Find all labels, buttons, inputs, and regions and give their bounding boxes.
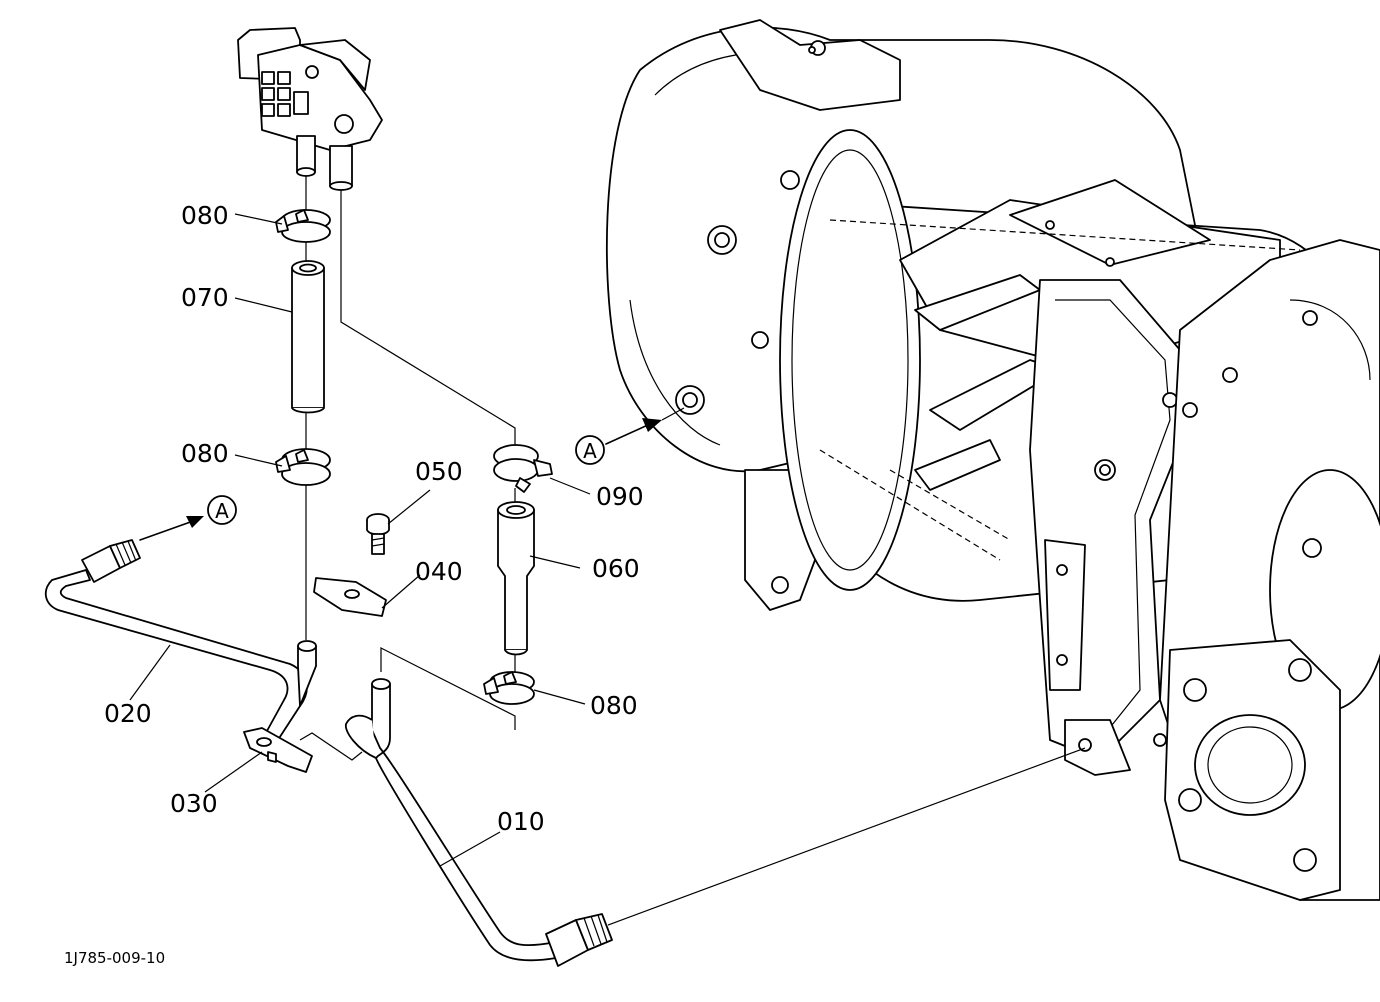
callout-080-top: 080 [181, 201, 229, 230]
pipe-020 [44, 539, 317, 747]
callout-070: 070 [181, 283, 229, 312]
view-marker-label: A [215, 499, 229, 523]
hose-clamp-080-top [275, 209, 331, 243]
hose-070 [291, 260, 325, 414]
pressure-sensor [237, 27, 383, 191]
bracket-040 [313, 577, 387, 617]
callout-020: 020 [104, 699, 152, 728]
callout-050: 050 [415, 457, 463, 486]
callout-060: 060 [592, 554, 640, 583]
bolt-050 [366, 513, 390, 555]
clamp-090 [493, 444, 553, 493]
callout-labels: 080 070 080 050 040 090 060 080 020 030 … [104, 201, 644, 836]
hose-clamp-080-middle [275, 448, 331, 486]
view-marker-left: A [139, 495, 237, 541]
pipe-010 [345, 678, 613, 967]
view-marker-right: A [575, 407, 685, 465]
exhaust-filter-assembly [606, 19, 1380, 901]
view-marker-label: A [583, 439, 597, 463]
callout-leaders [129, 213, 591, 867]
callout-080-lower: 080 [590, 691, 638, 720]
callout-040: 040 [415, 557, 463, 586]
callout-010: 010 [497, 807, 545, 836]
drawing-number: 1J785-009-10 [64, 949, 165, 967]
callout-090: 090 [596, 482, 644, 511]
callout-030: 030 [170, 789, 218, 818]
clip-030 [243, 727, 313, 773]
callout-080-middle: 080 [181, 439, 229, 468]
hose-clamp-080-lower [483, 671, 535, 705]
hose-060 [497, 501, 535, 656]
